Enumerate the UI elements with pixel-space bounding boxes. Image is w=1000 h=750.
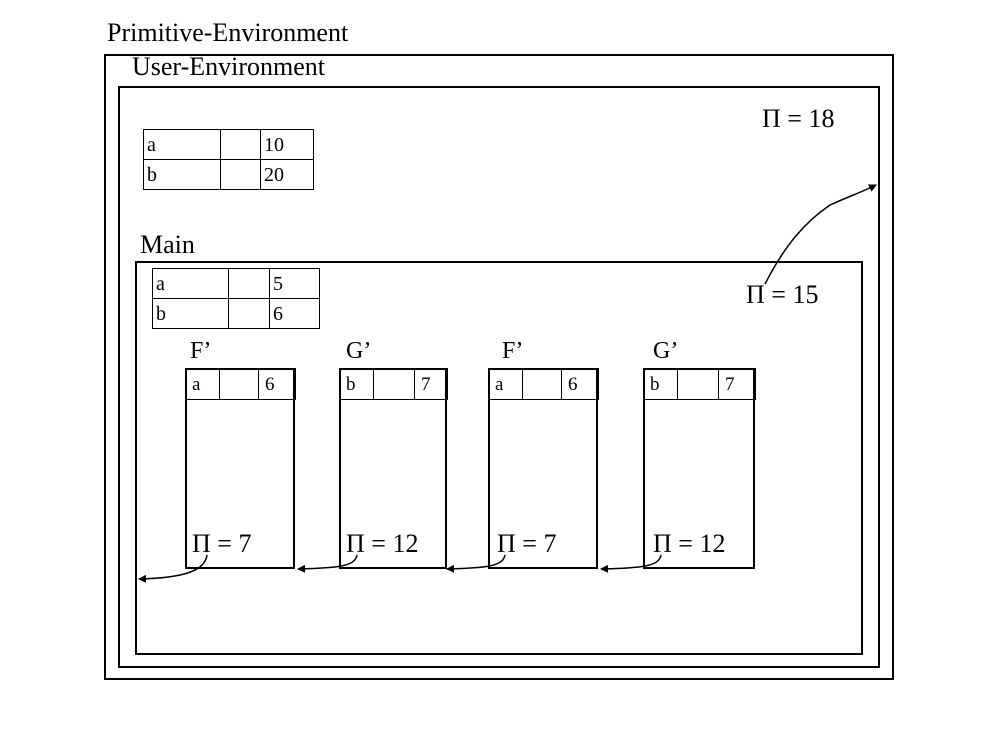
frame-var-table: a 6 [488, 368, 599, 400]
frame-title: F’ [502, 338, 524, 364]
frame1-to-main-arrow [138, 554, 208, 583]
frame-title: G’ [346, 338, 372, 364]
frame-pi: Π = 7 [497, 529, 557, 558]
frame2-to-frame1-arrow [297, 554, 358, 573]
table-row: a 6 [185, 368, 296, 400]
var-value-cell: 10 [260, 129, 314, 160]
primitive-env-box [104, 54, 894, 680]
frame4-to-frame3-arrow [600, 554, 662, 573]
var-name-cell: b [643, 368, 678, 400]
table-row: b 7 [339, 368, 448, 400]
main-box [135, 261, 863, 655]
var-value-cell: 6 [258, 368, 296, 400]
empty-cell [522, 368, 562, 400]
var-value-cell: 5 [269, 268, 320, 299]
var-name-cell: a [185, 368, 220, 400]
table-row: b 20 [143, 159, 314, 190]
var-value-cell: 20 [260, 159, 314, 190]
frame-var-table: b 7 [339, 368, 448, 400]
empty-cell [228, 268, 270, 299]
frame-var-table: a 6 [185, 368, 296, 400]
var-value-cell: 6 [561, 368, 599, 400]
var-value-cell: 6 [269, 298, 320, 329]
main-title: Main [140, 230, 195, 259]
var-name-cell: a [488, 368, 523, 400]
main-to-user-arrow [764, 184, 877, 285]
var-value-cell: 7 [414, 368, 448, 400]
var-name-cell: a [152, 268, 229, 299]
empty-cell [228, 298, 270, 329]
user-env-title: User-Environment [132, 52, 325, 81]
empty-cell [220, 159, 261, 190]
main-var-table: a 5 b 6 [152, 268, 320, 329]
frame-var-table: b 7 [643, 368, 756, 400]
table-row: a 5 [152, 268, 320, 299]
main-pi: Π = 15 [746, 280, 819, 309]
empty-cell [219, 368, 259, 400]
user-env-var-table: a 10 b 20 [143, 129, 314, 190]
table-row: b 6 [152, 298, 320, 329]
frame-title: F’ [190, 338, 212, 364]
user-env-box [118, 86, 880, 668]
var-name-cell: b [143, 159, 221, 190]
var-value-cell: 7 [718, 368, 756, 400]
table-row: a 6 [488, 368, 599, 400]
frame-pi: Π = 12 [653, 529, 726, 558]
primitive-env-title: Primitive-Environment [107, 18, 349, 47]
frame3-to-frame2-arrow [446, 554, 506, 573]
table-row: b 7 [643, 368, 756, 400]
var-name-cell: b [339, 368, 374, 400]
user-env-pi: Π = 18 [762, 104, 835, 133]
empty-cell [373, 368, 415, 400]
frame-title: G’ [653, 338, 679, 364]
frame-pi: Π = 7 [192, 529, 252, 558]
empty-cell [220, 129, 261, 160]
frame-pi: Π = 12 [346, 529, 419, 558]
